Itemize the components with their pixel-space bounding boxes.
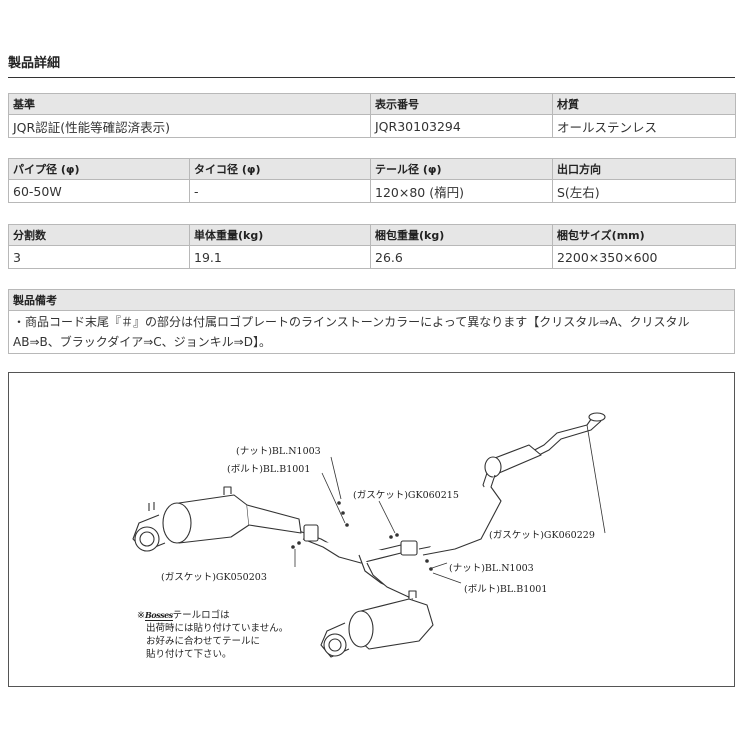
label-gasket-left: (ガスケット)GK050203 bbox=[161, 572, 267, 583]
label-bolt-upper: (ボルト)BL.B1001 bbox=[227, 464, 311, 475]
value-exit-direction: S(左右) bbox=[552, 179, 736, 203]
header-package-weight: 梱包重量(kg) bbox=[370, 224, 553, 246]
value-package-size: 2200×350×600 bbox=[552, 245, 736, 269]
table-row: JQR認証(性能等確認済表示) JQR30103294 オールステンレス bbox=[8, 114, 736, 138]
label-gasket-front: (ガスケット)GK060229 bbox=[489, 530, 595, 541]
table-header-row: パイプ径 (φ) タイコ径 (φ) テール径 (φ) 出口方向 bbox=[8, 158, 736, 180]
product-notes-table: 製品備考 ・商品コード末尾『＃』の部分は付属ロゴプレートのラインストーンカラーに… bbox=[8, 289, 735, 354]
label-nut-lower: (ナット)BL.N1003 bbox=[449, 563, 534, 574]
note-text-line3: お好みに合わせてテールに bbox=[146, 636, 261, 647]
table-header-row: 製品備考 bbox=[8, 289, 735, 311]
note-text-line4: 貼り付けて下さい。 bbox=[146, 649, 232, 660]
label-bolt-lower: (ボルト)BL.B1001 bbox=[464, 584, 548, 595]
spec-table-standard: 基準 表示番号 材質 JQR認証(性能等確認済表示) JQR30103294 オ… bbox=[8, 93, 736, 138]
header-muffler-diameter: タイコ径 (φ) bbox=[189, 158, 371, 180]
header-display-number: 表示番号 bbox=[370, 93, 553, 115]
value-unit-weight: 19.1 bbox=[189, 245, 371, 269]
header-tail-diameter: テール径 (φ) bbox=[370, 158, 553, 180]
value-standard: JQR認証(性能等確認済表示) bbox=[8, 114, 371, 138]
note-mark: ※ bbox=[137, 610, 145, 621]
table-row: 3 19.1 26.6 2200×350×600 bbox=[8, 245, 736, 269]
value-tail-diameter: 120×80 (楕円) bbox=[370, 179, 553, 203]
product-notes-text: ・商品コード末尾『＃』の部分は付属ロゴプレートのラインストーンカラーによって異な… bbox=[8, 310, 735, 354]
value-package-weight: 26.6 bbox=[370, 245, 553, 269]
spec-table-weights: 分割数 単体重量(kg) 梱包重量(kg) 梱包サイズ(mm) 3 19.1 2… bbox=[8, 224, 736, 269]
label-nut-upper: (ナット)BL.N1003 bbox=[236, 446, 321, 457]
exhaust-parts-diagram: (ナット)BL.N1003 (ボルト)BL.B1001 (ガスケット)GK060… bbox=[8, 372, 735, 687]
note-text-line2: 出荷時には貼り付けていません。 bbox=[146, 623, 289, 634]
value-display-number: JQR30103294 bbox=[370, 114, 553, 138]
table-row: ・商品コード末尾『＃』の部分は付属ロゴプレートのラインストーンカラーによって異な… bbox=[8, 310, 735, 354]
value-pipe-diameter: 60-50W bbox=[8, 179, 190, 203]
header-unit-weight: 単体重量(kg) bbox=[189, 224, 371, 246]
header-material: 材質 bbox=[552, 93, 736, 115]
value-material: オールステンレス bbox=[552, 114, 736, 138]
header-package-size: 梱包サイズ(mm) bbox=[552, 224, 736, 246]
header-pipe-diameter: パイプ径 (φ) bbox=[8, 158, 190, 180]
brand-logo: Bosses bbox=[144, 610, 173, 621]
label-gasket-center: (ガスケット)GK060215 bbox=[353, 490, 459, 501]
tail-logo-note-line1: ※Bossesテールロゴは bbox=[137, 607, 230, 621]
exhaust-system-drawing bbox=[132, 412, 606, 658]
table-row: 60-50W - 120×80 (楕円) S(左右) bbox=[8, 179, 736, 203]
page-title: 製品詳細 bbox=[8, 56, 61, 71]
header-exit-direction: 出口方向 bbox=[552, 158, 736, 180]
note-text-line1: テールロゴは bbox=[172, 610, 230, 621]
header-standard: 基準 bbox=[8, 93, 371, 115]
value-muffler-diameter: - bbox=[189, 179, 371, 203]
header-product-notes: 製品備考 bbox=[8, 289, 735, 311]
header-split-count: 分割数 bbox=[8, 224, 190, 246]
spec-table-diameters: パイプ径 (φ) タイコ径 (φ) テール径 (φ) 出口方向 60-50W -… bbox=[8, 158, 736, 203]
table-header-row: 基準 表示番号 材質 bbox=[8, 93, 736, 115]
table-header-row: 分割数 単体重量(kg) 梱包重量(kg) 梱包サイズ(mm) bbox=[8, 224, 736, 246]
value-split-count: 3 bbox=[8, 245, 190, 269]
title-divider bbox=[8, 77, 735, 78]
